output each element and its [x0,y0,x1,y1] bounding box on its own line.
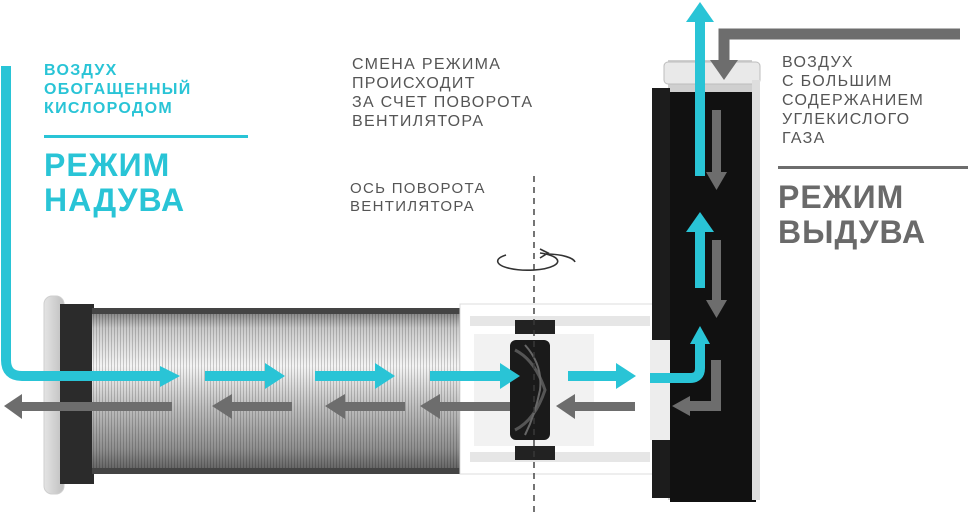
fan-housing [459,303,661,475]
outflow-arrow-icon [4,28,960,419]
wall-cap [43,295,94,495]
rotation-axis-caption: ОСЬ ПОВОРОТА ВЕНТИЛЯТОРА [350,180,486,215]
mode-change-caption: СМЕНА РЕЖИМА ПРОИСХОДИТ ЗА СЧЕТ ПОВОРОТА… [352,56,534,130]
inflow-mode-title: РЕЖИМ НАДУВА [44,147,186,219]
outflow-mode-title: РЕЖИМ ВЫДУВА [778,179,927,251]
inflow-arrow-icon [1,2,714,389]
outflow-divider [778,166,968,169]
rotation-arrow-icon [496,248,576,272]
fan-blades [510,340,550,440]
inflow-caption: ВОЗДУХ ОБОГАЩЕННЫЙ КИСЛОРОДОМ [44,62,192,117]
filter-cartridge [92,308,462,474]
inflow-divider [44,135,248,138]
outflow-caption: ВОЗДУХ С БОЛЬШИМ СОДЕРЖАНИЕМ УГЛЕКИСЛОГО… [782,54,925,147]
